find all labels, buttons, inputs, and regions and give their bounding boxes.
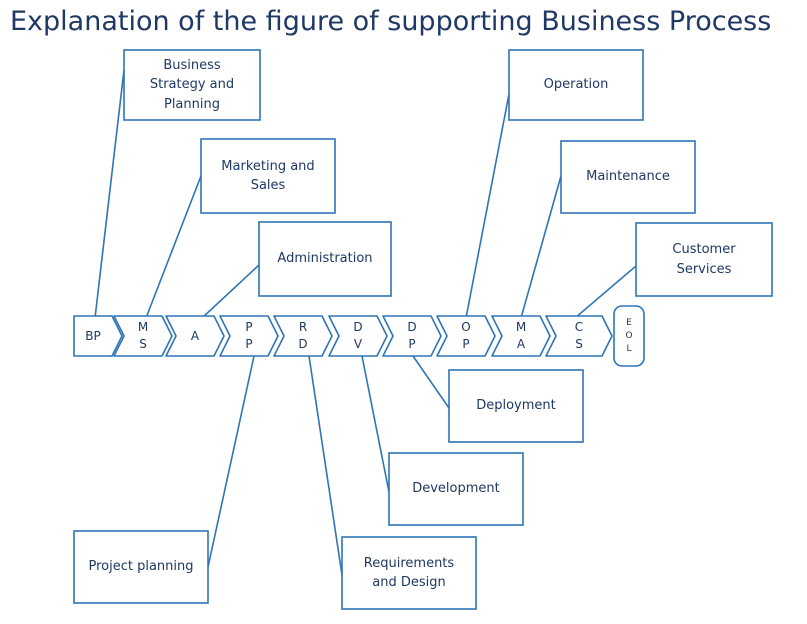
deployment-connector	[412, 355, 450, 409]
chevron-cs	[545, 315, 613, 357]
marketing-sales-box	[200, 138, 336, 214]
diagram-title: Explanation of the figure of supporting …	[10, 6, 772, 37]
maintenance-box	[560, 140, 696, 214]
development-box	[388, 452, 524, 526]
operation-connector	[465, 93, 510, 319]
business-strategy-connector	[94, 69, 125, 319]
chevron-rd	[273, 315, 333, 357]
project-planning-connector	[207, 355, 255, 568]
chevron-dv	[328, 315, 388, 357]
chevron-eol	[613, 305, 645, 367]
chevron-bp	[73, 315, 123, 357]
customer-services-connector	[574, 265, 637, 319]
development-connector	[361, 355, 390, 493]
marketing-sales-connector	[145, 175, 202, 319]
project-planning-box	[73, 530, 209, 604]
business-strategy-box	[123, 49, 261, 121]
customer-services-box	[635, 222, 773, 297]
chevron-ma	[491, 315, 551, 357]
chevron-pp	[219, 315, 279, 357]
deployment-box	[448, 369, 584, 443]
administration-connector	[201, 264, 260, 319]
maintenance-connector	[520, 175, 562, 319]
chevron-op	[436, 315, 496, 357]
requirements-design-connector	[308, 355, 343, 576]
administration-box	[258, 221, 392, 297]
chevron-dp	[382, 315, 442, 357]
requirements-design-box	[341, 536, 477, 610]
chevron-a	[165, 315, 225, 357]
chevron-ms	[113, 315, 173, 357]
operation-box	[508, 49, 644, 121]
